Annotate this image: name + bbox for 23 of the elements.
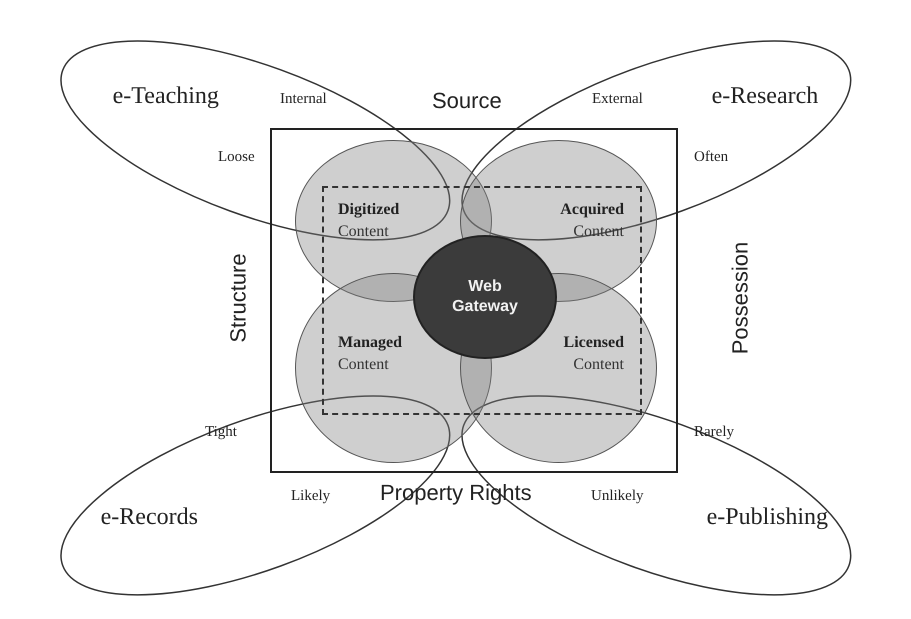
axis-value-label: Tight xyxy=(205,424,237,441)
axis-title: Source xyxy=(432,88,502,114)
petal-ellipse xyxy=(462,396,850,594)
axis-value-label: Often xyxy=(694,149,728,166)
axis-title: Structure xyxy=(226,253,252,343)
circle-heading: Managed xyxy=(338,334,402,352)
domain-label: e-Records xyxy=(100,504,198,531)
domain-label: e-Publishing xyxy=(706,504,828,531)
axis-value-label: Unlikely xyxy=(591,488,644,505)
circle-text: Content xyxy=(338,356,389,374)
circle-heading: Licensed xyxy=(564,334,624,352)
axis-title: Possession xyxy=(727,242,754,354)
hub-label: Web Gateway xyxy=(451,277,519,317)
circle-text: Content xyxy=(338,223,389,241)
domain-label: e-Research xyxy=(712,82,818,110)
circle-heading: Acquired xyxy=(560,201,624,219)
axis-value-label: Internal xyxy=(280,91,327,108)
axis-value-label: External xyxy=(592,91,643,108)
domain-label: e-Teaching xyxy=(112,82,219,110)
circle-heading: Digitized xyxy=(338,201,400,219)
axis-value-label: Loose xyxy=(218,149,255,166)
axis-value-label: Likely xyxy=(291,488,330,505)
circle-text: Content xyxy=(573,356,624,374)
